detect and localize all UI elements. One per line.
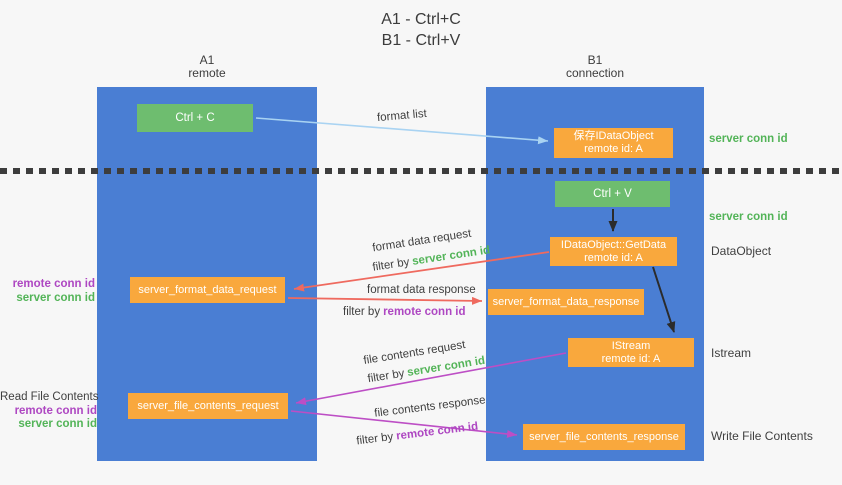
filter-prefix: filter by bbox=[371, 256, 411, 274]
label-format-list: format list bbox=[376, 107, 428, 125]
node-server-file-contents-response: server_file_contents_response bbox=[523, 424, 685, 450]
label-format-data-response: format data response bbox=[367, 284, 476, 296]
node-save-dataobject-line1: 保存IDataObject bbox=[573, 130, 654, 142]
node-format-request-label: server_format_data_request bbox=[138, 283, 277, 296]
node-save-dataobject: 保存IDataObject remote id: A bbox=[554, 128, 673, 158]
node-istream: IStream remote id: A bbox=[568, 338, 694, 367]
node-server-format-data-request: server_format_data_request bbox=[130, 277, 285, 303]
node-istream-line1: IStream bbox=[611, 339, 651, 352]
node-idataobject-getdata: IDataObject::GetData remote id: A bbox=[550, 237, 677, 266]
annotation-remote-conn-id-mid: remote conn id bbox=[12, 278, 95, 290]
filter-prefix: filter by bbox=[343, 306, 381, 318]
lane-a1-subtitle: remote bbox=[188, 66, 226, 80]
lane-b1-name: B1 bbox=[587, 53, 603, 67]
annotation-remote-conn-id-bottom: remote conn id bbox=[14, 404, 97, 417]
title-line-1: A1 - Ctrl+C bbox=[381, 11, 461, 28]
node-save-dataobject-line2: remote id: A bbox=[584, 143, 643, 155]
annotation-server-conn-id-top: server conn id bbox=[709, 133, 788, 145]
diagram-title: A1 - Ctrl+C B1 - Ctrl+V bbox=[0, 9, 842, 51]
label-file-contents-response: file contents response bbox=[373, 394, 487, 420]
node-ctrl-v-label: Ctrl + V bbox=[593, 187, 632, 200]
annotation-write-file-contents: Write File Contents bbox=[711, 429, 813, 443]
filter-value-remote-conn-id: remote conn id bbox=[383, 306, 466, 318]
annotation-left-conn-ids-bottom: Read File Contents remote conn id server… bbox=[0, 391, 99, 432]
annotation-left-conn-ids-mid: remote conn id server conn id bbox=[0, 278, 95, 305]
annotation-server-conn-id-left-bottom: server conn id bbox=[18, 418, 97, 430]
annotation-istream: Istream bbox=[711, 346, 752, 360]
filter-prefix: filter by bbox=[355, 430, 394, 448]
lane-a1-name: A1 bbox=[199, 53, 215, 67]
title-line-2: B1 - Ctrl+V bbox=[381, 32, 461, 49]
node-ctrl-v: Ctrl + V bbox=[555, 181, 670, 207]
filter-value-server-conn-id: server conn id bbox=[411, 244, 491, 268]
annotation-dataobject: DataObject bbox=[711, 244, 772, 258]
filter-value-remote-conn-id: remote conn id bbox=[395, 420, 479, 443]
lane-b1-subtitle: connection bbox=[565, 66, 625, 80]
node-ctrl-c-label: Ctrl + C bbox=[175, 111, 215, 124]
annotation-server-conn-id-mid: server conn id bbox=[709, 211, 788, 223]
node-ctrl-c: Ctrl + C bbox=[137, 104, 253, 132]
arrow-format-data-response bbox=[287, 296, 483, 305]
lane-header-b1: B1 connection bbox=[545, 54, 645, 80]
lane-header-a1: A1 remote bbox=[157, 54, 257, 80]
node-format-response-label: server_format_data_response bbox=[492, 295, 640, 308]
node-istream-line2: remote id: A bbox=[601, 352, 661, 365]
filter-prefix: filter by bbox=[366, 367, 406, 386]
session-divider-dashed-line bbox=[0, 168, 842, 174]
node-server-format-data-response: server_format_data_response bbox=[488, 289, 644, 315]
node-getdata-line1: IDataObject::GetData bbox=[560, 238, 667, 251]
node-server-file-contents-request: server_file_contents_request bbox=[128, 393, 288, 419]
annotation-read-file-contents: Read File Contents bbox=[0, 391, 99, 403]
annotation-server-conn-id-left-mid: server conn id bbox=[16, 291, 95, 304]
node-getdata-line2: remote id: A bbox=[584, 251, 643, 264]
node-file-request-label: server_file_contents_request bbox=[137, 399, 279, 412]
node-file-response-label: server_file_contents_response bbox=[529, 430, 679, 443]
